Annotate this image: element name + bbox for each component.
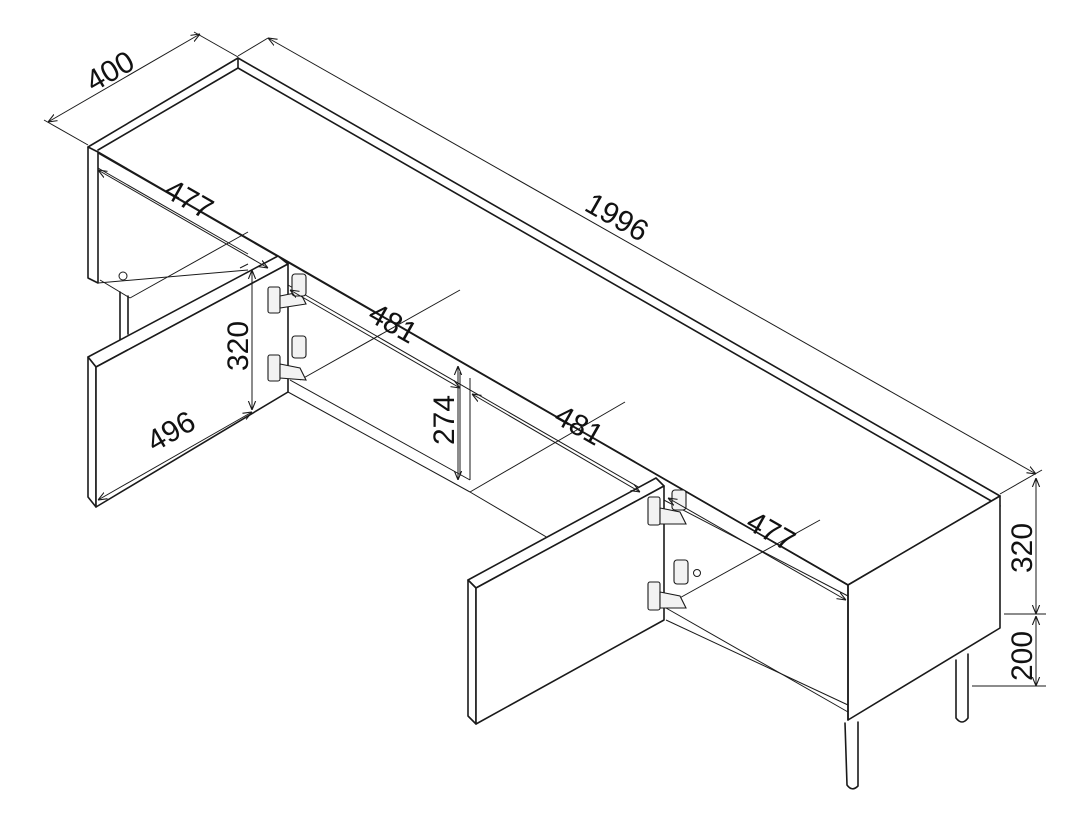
leg-front-right xyxy=(844,721,859,790)
dimension-body-height: 320 xyxy=(1004,478,1046,615)
left-side-panel xyxy=(87,146,99,284)
dimension-label-body-height: 320 xyxy=(1006,523,1039,573)
leg-back-right xyxy=(955,653,969,723)
dimension-door-height: 320 xyxy=(222,270,255,410)
dimension-shelf-gap: 274 xyxy=(428,366,461,480)
dimension-label-leg-height: 200 xyxy=(1006,631,1039,681)
leg-front-left xyxy=(119,291,129,341)
dimension-label-length: 1996 xyxy=(580,187,654,249)
right-door xyxy=(467,477,665,725)
dimension-leg-height: 200 xyxy=(972,616,1046,687)
dimension-label-depth: 400 xyxy=(80,45,140,99)
cam-lock-icon xyxy=(118,271,128,281)
cam-lock-icon xyxy=(693,569,701,577)
left-door xyxy=(87,255,289,508)
cabinet-legs xyxy=(119,291,969,790)
dimension-label-shelf-gap: 274 xyxy=(428,395,461,445)
dimension-label-door-height: 320 xyxy=(222,321,255,371)
